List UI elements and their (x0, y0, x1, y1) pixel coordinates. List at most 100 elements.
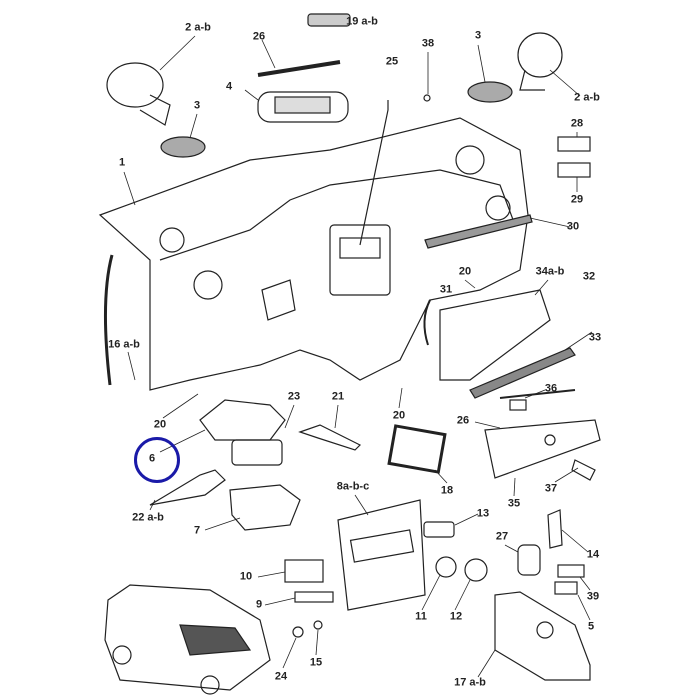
vent-right (455, 145, 485, 175)
part-11-knob (435, 556, 457, 578)
part-2-right (517, 32, 563, 78)
part-label: 9 (255, 598, 263, 611)
part-25 (359, 100, 389, 246)
part-27-cup (517, 544, 541, 576)
part-label: 27 (495, 530, 509, 543)
part-label: 29 (570, 193, 584, 206)
part-36-pad (509, 399, 527, 411)
part-29-badge (557, 162, 591, 178)
part-label: 15 (309, 656, 323, 669)
part-label: 3 (474, 29, 482, 42)
glovebox-opening (261, 279, 296, 321)
part-label: 19 a-b (346, 15, 378, 28)
part-label: 7 (193, 524, 201, 537)
part-39 (557, 564, 585, 578)
part-label: 5 (587, 620, 595, 633)
part-5 (554, 581, 578, 595)
part-label: 10 (239, 570, 253, 583)
part-18-mat (387, 424, 447, 474)
part-12-knob (464, 558, 488, 582)
part-label: 17 a-b (454, 676, 486, 689)
part-37-lock (571, 459, 596, 481)
part-10-panel (284, 559, 324, 583)
part-4-display (274, 96, 331, 114)
part-label: 2 a-b (574, 91, 600, 104)
part-label: 12 (449, 610, 463, 623)
part-label: 25 (385, 55, 399, 68)
part-label: 18 (440, 484, 454, 497)
car-wheel (112, 645, 132, 665)
part-label: 13 (476, 507, 490, 520)
part-19 (307, 13, 351, 27)
vent-right-2 (485, 195, 511, 221)
part-label: 32 (582, 270, 596, 283)
part-label: 21 (331, 390, 345, 403)
part-label: 36 (544, 382, 558, 395)
part-label: 3 (193, 99, 201, 112)
vent-left (193, 270, 223, 300)
part-label: 20 (392, 409, 406, 422)
part-13-switch (423, 521, 455, 538)
part-2-left-stem (139, 94, 171, 126)
part-label: 24 (274, 670, 288, 683)
part-label: 26 (252, 30, 266, 43)
part-31-strip (423, 299, 431, 346)
part-label: 14 (586, 548, 600, 561)
bezel-slot (349, 529, 415, 563)
part-label: 1 (118, 156, 126, 169)
highlight-circle (134, 437, 180, 483)
part-label: 22 a-b (132, 511, 164, 524)
part-28-badge (557, 136, 591, 152)
part-3-left (160, 136, 206, 158)
part-label: 31 (439, 283, 453, 296)
part-4-cluster (257, 91, 349, 123)
center-console-slot (329, 224, 391, 296)
part-22-stalk (149, 469, 226, 506)
part-9-strip (294, 591, 334, 603)
part-6-cover (199, 399, 286, 441)
part-36-strip (499, 389, 576, 399)
part-label: 4 (225, 80, 233, 93)
part-label: 11 (415, 610, 427, 623)
part-2-right-stem (519, 69, 545, 91)
part-label: 34a-b (535, 265, 565, 278)
part-label: 30 (566, 220, 580, 233)
part-label: 28 (570, 117, 584, 130)
part-17-console (494, 591, 591, 681)
part-34-glovebox (439, 289, 551, 381)
part-7-shroud (229, 484, 301, 531)
vent-left-outer (159, 227, 185, 253)
part-label: 39 (586, 590, 600, 603)
lid-lock (544, 434, 556, 446)
dashboard-inner (159, 169, 516, 261)
part-label: 8a-b-c (336, 480, 370, 493)
trim-strip-30 (424, 214, 533, 249)
console-cupholder (536, 621, 554, 639)
dashboard-outline (98, 117, 529, 391)
part-33-net (469, 347, 576, 399)
part-3-right (467, 81, 513, 103)
part-label: 20 (153, 418, 167, 431)
part-15 (313, 620, 323, 630)
car-wheel-2 (200, 675, 220, 695)
center-vent (339, 237, 381, 259)
part-label: 20 (458, 265, 472, 278)
part-2-left (106, 62, 164, 108)
part-label: 33 (588, 331, 602, 344)
part-26-top (257, 60, 341, 77)
side-seal-16 (103, 254, 114, 386)
part-38 (423, 94, 431, 102)
leader-lines (123, 35, 593, 678)
part-label: 26 (456, 414, 470, 427)
part-label: 23 (287, 390, 301, 403)
part-35-lid (484, 419, 601, 479)
part-23-switch (231, 439, 283, 466)
part-label: 35 (507, 497, 521, 510)
part-14-socket (547, 509, 563, 549)
part-label: 37 (544, 482, 558, 495)
part-21-stalk (298, 424, 362, 451)
part-24 (292, 626, 304, 638)
part-label: 38 (421, 37, 435, 50)
